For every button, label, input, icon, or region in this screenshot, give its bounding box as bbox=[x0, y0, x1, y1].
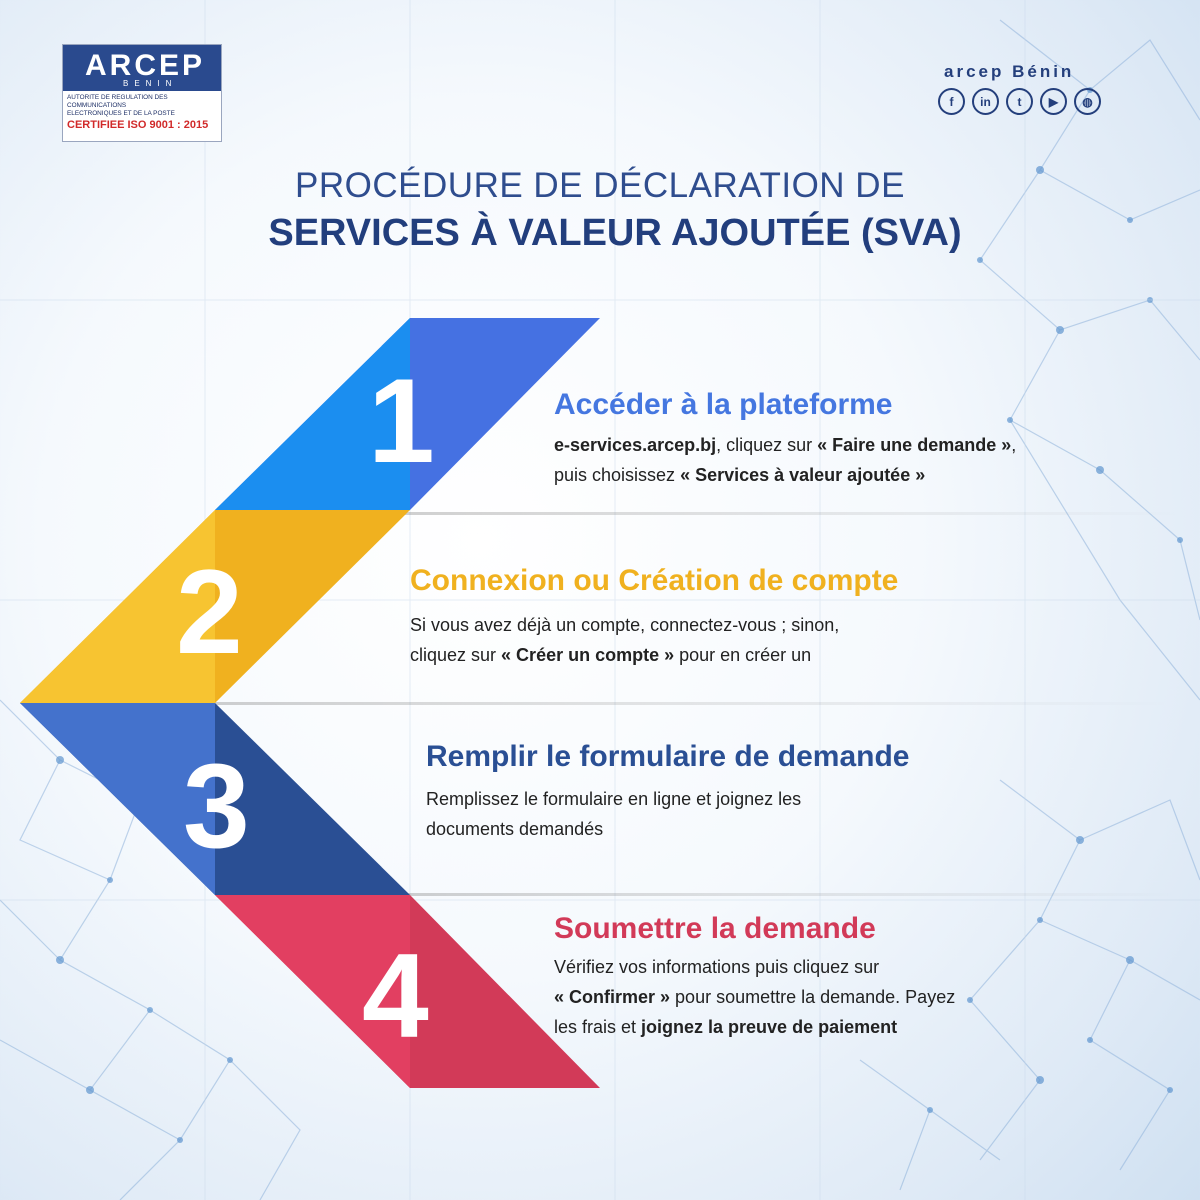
page-title-line1: PROCÉDURE DE DÉCLARATION DE bbox=[295, 166, 905, 205]
chevron-segment-3-shade bbox=[20, 703, 215, 895]
step-1-number: 1 bbox=[368, 354, 435, 488]
step-3-description: Remplissez le formulaire en ligne et joi… bbox=[426, 789, 802, 839]
logo-certification: CERTIFIEE ISO 9001 : 2015 bbox=[67, 119, 209, 131]
chevron-segment-1-shade bbox=[215, 318, 410, 510]
social-links: f in t ▶ ◍ bbox=[938, 88, 1101, 115]
chevron-segment-4-shade bbox=[215, 895, 410, 1088]
web-icon[interactable]: ◍ bbox=[1074, 88, 1101, 115]
logo-line1: AUTORITE DE REGULATION DES COMMUNICATION… bbox=[67, 94, 168, 109]
twitter-icon[interactable]: t bbox=[1006, 88, 1033, 115]
step-4-description: Vérifiez vos informations puis cliquez s… bbox=[554, 957, 956, 1037]
facebook-icon[interactable]: f bbox=[938, 88, 965, 115]
logo-word: ARCEP bbox=[85, 49, 206, 82]
step-4-title: Soumettre la demande bbox=[554, 912, 876, 945]
step-2-number: 2 bbox=[176, 545, 243, 679]
logo-banner: ARCEP BENIN bbox=[63, 45, 221, 91]
separator-1 bbox=[400, 512, 1180, 515]
step-2-description: Si vous avez déjà un compte, connectez-v… bbox=[410, 615, 840, 665]
logo-line2: ELECTRONIQUES ET DE LA POSTE bbox=[67, 110, 175, 117]
step-1-link[interactable]: e-services.arcep.bj bbox=[554, 435, 717, 455]
linkedin-icon[interactable]: in bbox=[972, 88, 999, 115]
youtube-icon[interactable]: ▶ bbox=[1040, 88, 1067, 115]
step-1-description: e-services.arcep.bj, cliquez sur « Faire… bbox=[554, 435, 1017, 485]
step-2-title: Connexion ou Création de compte bbox=[410, 564, 899, 597]
step-3-number: 3 bbox=[183, 739, 250, 873]
separator-3 bbox=[400, 893, 1180, 896]
step-1-title: Accéder à la plateforme bbox=[554, 388, 893, 421]
logo-sub: BENIN bbox=[123, 79, 178, 88]
step-3-title: Remplir le formulaire de demande bbox=[426, 740, 910, 773]
chevron-segment-2-shade bbox=[20, 510, 215, 703]
step-4-number: 4 bbox=[362, 929, 429, 1063]
arcep-logo: ARCEP BENIN AUTORITE DE REGULATION DES C… bbox=[62, 44, 222, 142]
brand-name: arcep Bénin bbox=[944, 62, 1075, 81]
page-title-line2: SERVICES À VALEUR AJOUTÉE (SVA) bbox=[268, 212, 962, 254]
separator-2 bbox=[210, 702, 1170, 705]
logo-caption: AUTORITE DE REGULATION DES COMMUNICATION… bbox=[63, 91, 221, 118]
